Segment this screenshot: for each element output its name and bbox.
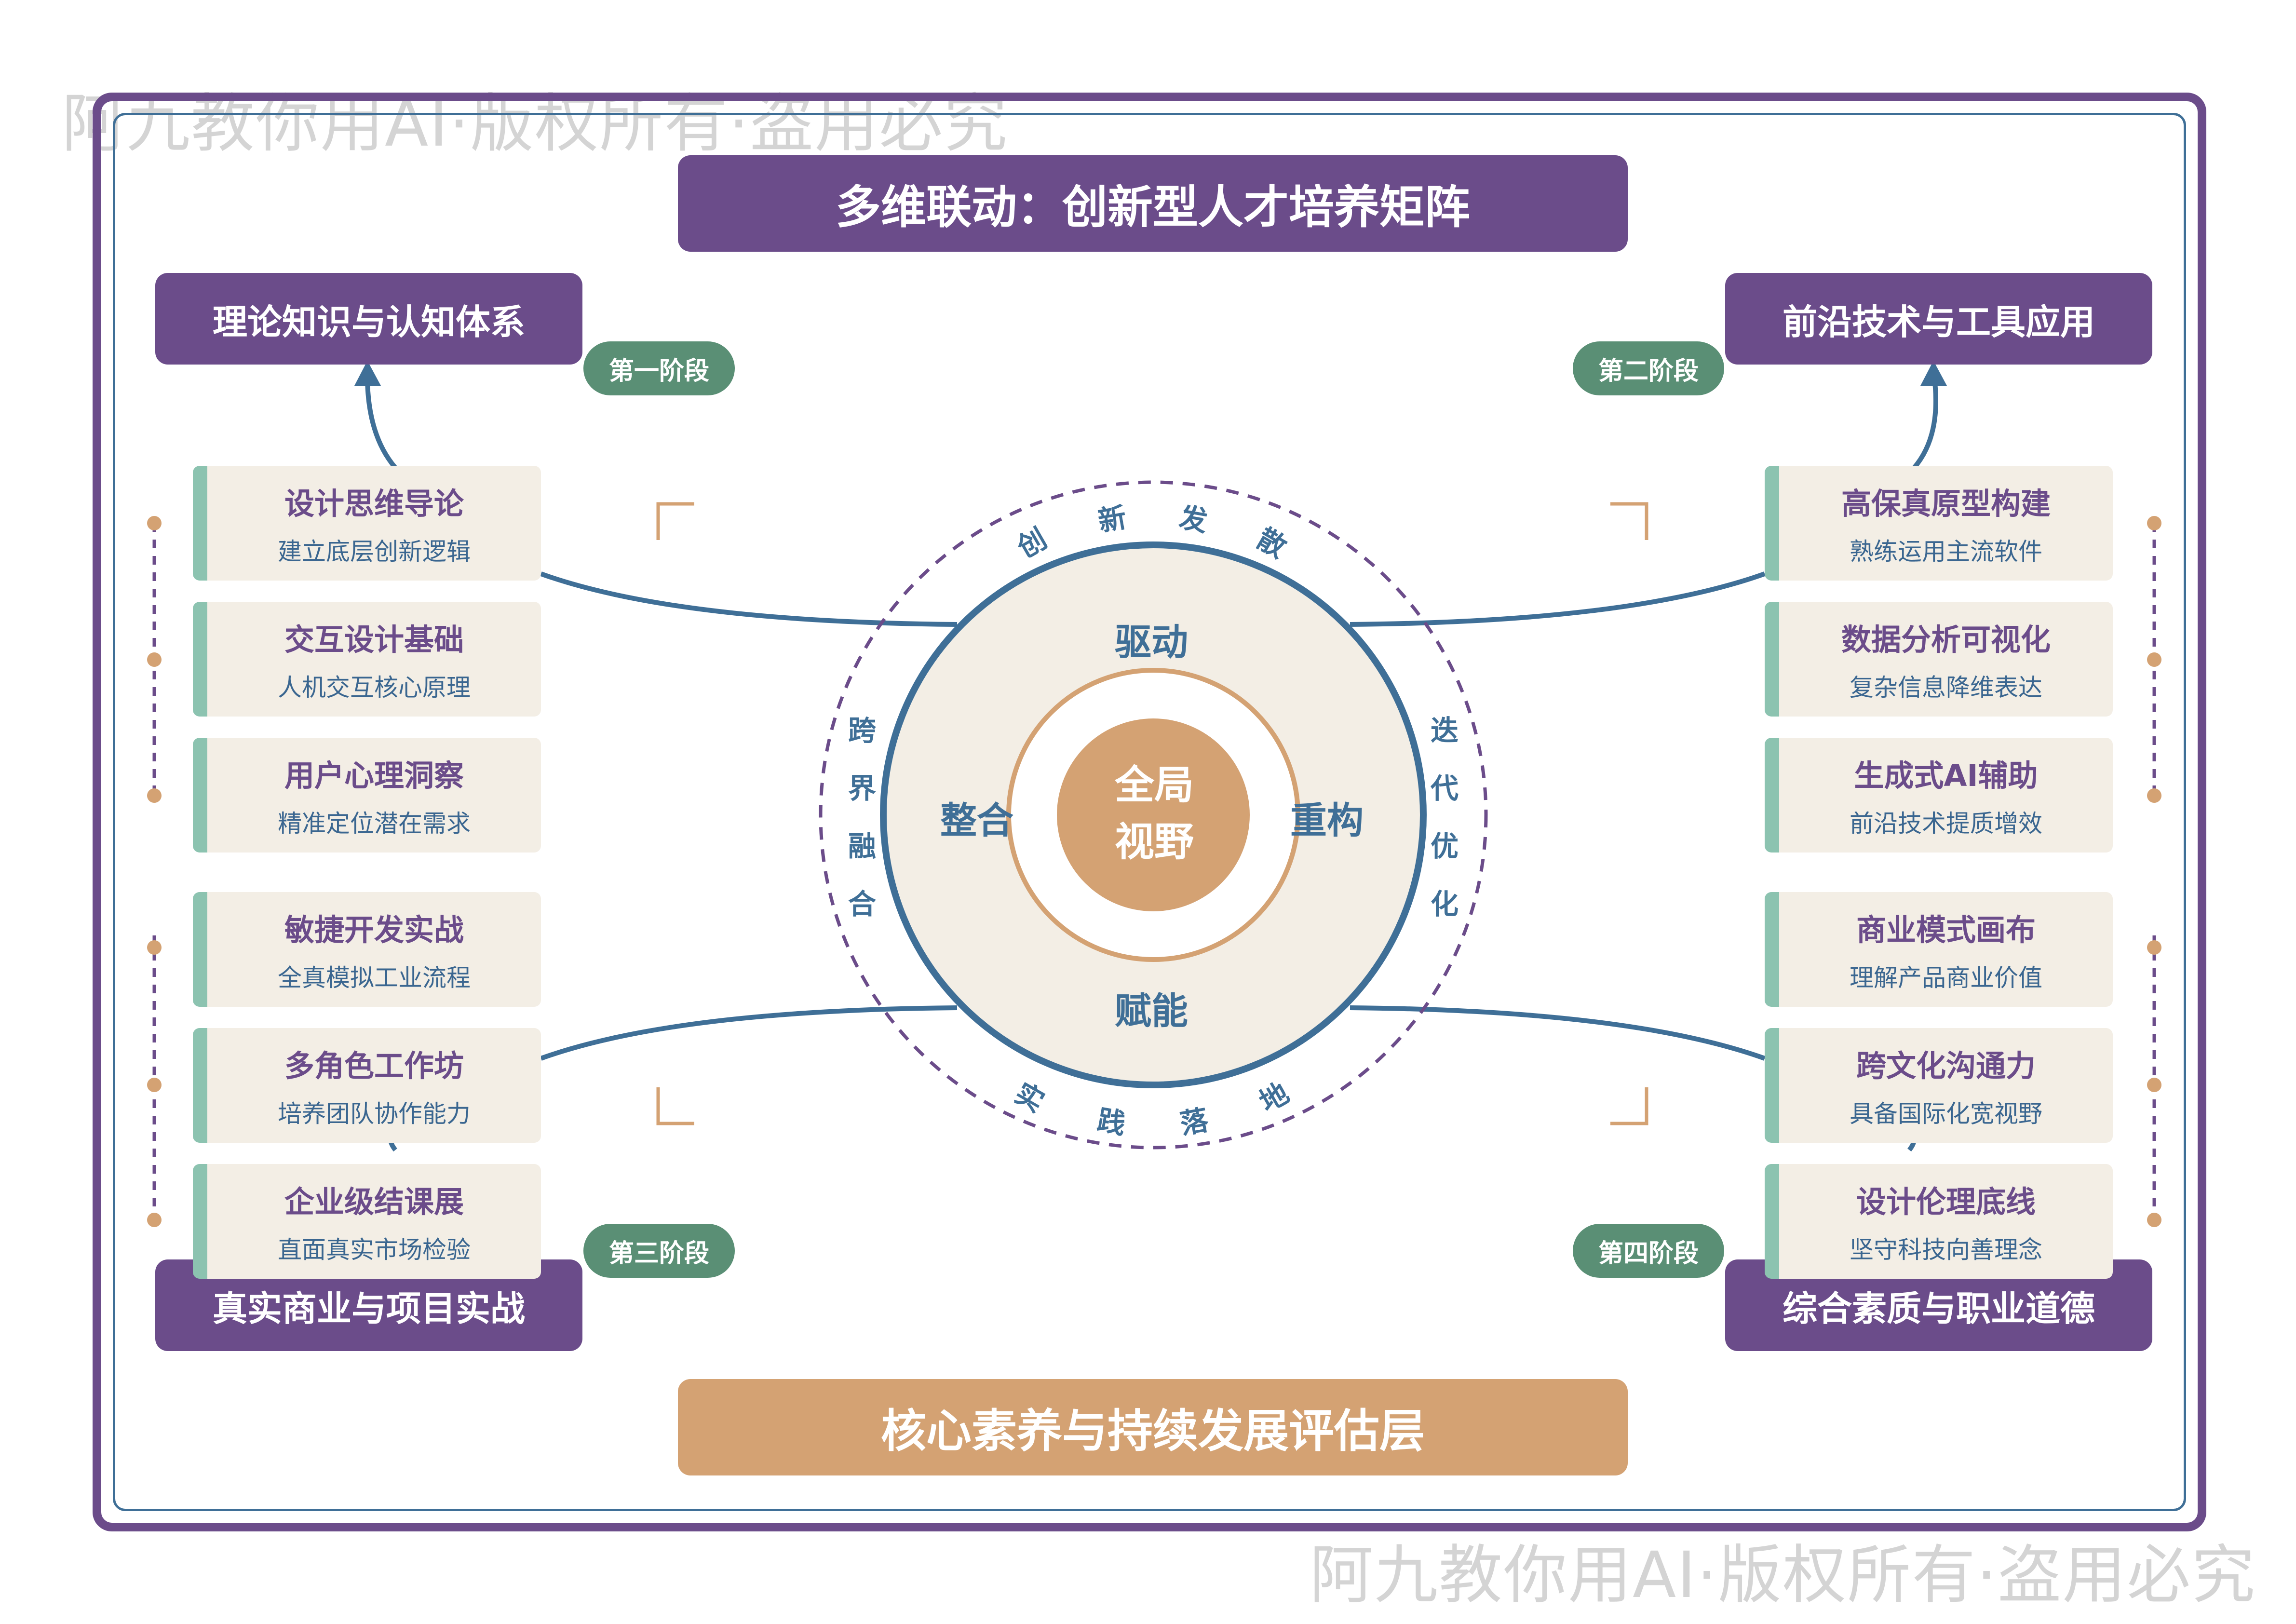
ring-char-left: 界 — [848, 772, 876, 805]
card-subtitle: 复杂信息降维表达 — [1850, 674, 2042, 702]
core-gold-circle — [1057, 718, 1250, 911]
ring-char-right: 迭 — [1430, 714, 1459, 747]
inner-frame — [113, 113, 2186, 1511]
stage-one-pill: 第一阶段 — [583, 341, 735, 395]
card-subtitle: 熟练运用主流软件 — [1850, 538, 2042, 566]
ring-char-left: 合 — [848, 888, 876, 920]
core-center-line1: 全局 — [1114, 762, 1194, 808]
right-card: 商业模式画布 理解产品商业价值 — [1765, 892, 2113, 1007]
ring-char-right: 化 — [1430, 888, 1459, 920]
ring-char-bottom: 落 — [1177, 1103, 1211, 1141]
quadrant-top-left-banner: 理论知识与认知体系 — [155, 273, 582, 365]
card-title: 数据分析可视化 — [1841, 622, 2051, 657]
watermark-bottom: 阿九教你用AI·版权所有·盗用必究 — [1310, 1538, 2256, 1612]
ring-char-right: 优 — [1430, 830, 1459, 863]
left-card: 用户心理洞察 精准定位潜在需求 — [193, 738, 541, 853]
quadrant-top-right-banner: 前沿技术与工具应用 — [1725, 273, 2152, 365]
core-label-empower: 赋能 — [1115, 989, 1188, 1032]
ring-char-right: 代 — [1430, 772, 1459, 805]
side-dots — [147, 516, 2161, 1227]
card-subtitle: 坚守科技向善理念 — [1850, 1236, 2042, 1264]
card-title: 商业模式画布 — [1856, 912, 2036, 947]
card-subtitle: 直面真实市场检验 — [278, 1236, 471, 1264]
right-card: 生成式AI辅助 前沿技术提质增效 — [1765, 738, 2113, 853]
core-label-reconstruct: 重构 — [1290, 799, 1364, 842]
core-label-drive: 驱动 — [1115, 621, 1188, 663]
ring-char-top: 新 — [1095, 501, 1129, 538]
ring-char-bottom: 践 — [1094, 1103, 1128, 1141]
card-subtitle: 人机交互核心原理 — [278, 674, 471, 702]
corner-brackets — [656, 502, 1648, 1125]
curve-connectors — [540, 571, 1766, 1061]
core-center-line2: 视野 — [1114, 819, 1194, 865]
stage-four-pill: 第四阶段 — [1573, 1224, 1724, 1278]
card-title: 企业级结课展 — [284, 1184, 464, 1219]
stage-three-pill: 第三阶段 — [583, 1224, 735, 1278]
left-card: 交互设计基础 人机交互核心原理 — [193, 602, 541, 717]
ring-char-top: 发 — [1176, 501, 1210, 538]
card-subtitle: 精准定位潜在需求 — [278, 810, 471, 838]
right-card: 数据分析可视化 复杂信息降维表达 — [1765, 602, 2113, 717]
card-title: 敏捷开发实战 — [284, 912, 464, 947]
card-subtitle: 前沿技术提质增效 — [1850, 810, 2042, 838]
card-title: 多角色工作坊 — [284, 1048, 464, 1083]
left-card: 敏捷开发实战 全真模拟工业流程 — [193, 892, 541, 1007]
right-card: 高保真原型构建 熟练运用主流软件 — [1765, 466, 2113, 581]
card-subtitle: 培养团队协作能力 — [278, 1100, 471, 1128]
right-card: 跨文化沟通力 具备国际化宽视野 — [1765, 1028, 2113, 1143]
stage-two-pill: 第二阶段 — [1573, 341, 1724, 395]
card-title: 交互设计基础 — [284, 622, 464, 657]
bottom-assessment-banner: 核心素养与持续发展评估层 — [678, 1379, 1628, 1475]
right-card: 设计伦理底线 坚守科技向善理念 — [1765, 1164, 2113, 1279]
card-title: 设计思维导论 — [284, 486, 464, 521]
left-card: 多角色工作坊 培养团队协作能力 — [193, 1028, 541, 1143]
left-card: 设计思维导论 建立底层创新逻辑 — [193, 466, 541, 581]
main-title-banner: 多维联动：创新型人才培养矩阵 — [678, 155, 1628, 252]
outer-frame — [93, 93, 2206, 1531]
core-center-label: 全局 视野 — [1058, 757, 1251, 871]
card-subtitle: 全真模拟工业流程 — [278, 964, 471, 992]
ring-char-left: 融 — [848, 830, 876, 863]
left-card: 企业级结课展 直面真实市场检验 — [193, 1164, 541, 1279]
card-title: 生成式AI辅助 — [1854, 758, 2038, 793]
card-subtitle: 理解产品商业价值 — [1850, 964, 2042, 992]
card-title: 用户心理洞察 — [284, 758, 464, 793]
card-subtitle: 建立底层创新逻辑 — [278, 538, 471, 566]
arrow-heads — [354, 361, 1947, 386]
ring-char-left: 跨 — [848, 714, 876, 747]
card-title: 高保真原型构建 — [1841, 486, 2051, 521]
card-title: 跨文化沟通力 — [1856, 1048, 2036, 1083]
card-subtitle: 具备国际化宽视野 — [1850, 1100, 2042, 1128]
dashed-outer-ring — [819, 480, 1488, 1150]
card-title: 设计伦理底线 — [1856, 1184, 2036, 1219]
core-label-integrate: 整合 — [940, 799, 1013, 842]
